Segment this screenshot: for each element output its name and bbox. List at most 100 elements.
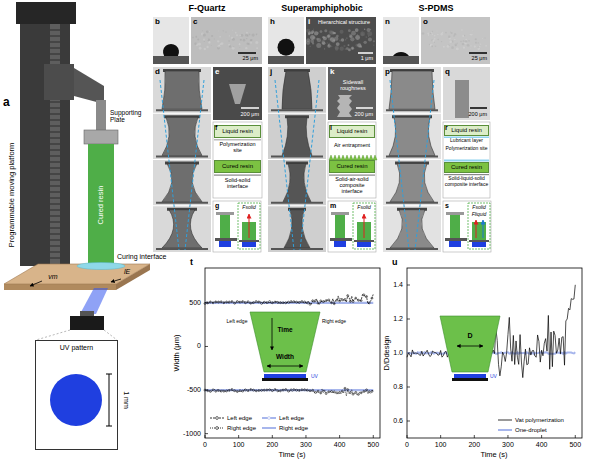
data-point (282, 302, 284, 304)
schematic-label: Solid-air-solid composite interface (329, 176, 375, 194)
data-point (255, 301, 257, 303)
texture-grain (343, 45, 345, 47)
data-point (234, 302, 236, 304)
panel-letter: r (445, 124, 448, 132)
texture-grain (204, 41, 205, 42)
rail-tooth (50, 138, 60, 139)
texture-grain (355, 28, 359, 32)
texture-grain (213, 38, 215, 40)
uv-beam (80, 288, 108, 314)
texture-grain (460, 41, 462, 43)
texture-grain (340, 30, 344, 34)
data-point (236, 301, 238, 303)
rail-tooth (50, 252, 60, 253)
data-point (258, 389, 260, 391)
data-point (296, 301, 298, 303)
data-point (309, 303, 311, 305)
frame-divider (383, 205, 441, 206)
texture-grain (454, 39, 455, 40)
scale-bar-label: 25 μm (243, 55, 258, 61)
axis-title: Width (μm) (173, 335, 181, 372)
substrate (156, 156, 208, 158)
image-annotation: Hierarchical structure (318, 19, 370, 25)
panel-letter: b (155, 18, 160, 27)
legend-sample (262, 427, 276, 429)
axis-tick (205, 390, 208, 391)
substrate (354, 240, 374, 242)
band-label: Cured resin (451, 164, 482, 171)
texture-grain (477, 47, 480, 50)
data-point (212, 302, 214, 304)
texture-grain (327, 35, 330, 38)
rail-tooth (50, 120, 60, 121)
texture-grain (314, 31, 318, 35)
texture-grain (225, 31, 226, 32)
panel-letter: q (445, 68, 450, 77)
design-line (205, 302, 373, 304)
data-point (312, 389, 314, 391)
texture-grain (464, 35, 465, 36)
legend-label: Left edge (279, 415, 304, 422)
data-point (236, 391, 238, 393)
texture-grain (373, 41, 374, 42)
frame-divider (383, 113, 441, 114)
band-label: Liquid resin (451, 127, 482, 134)
axis-tick-label: 200 (266, 441, 278, 449)
liquid-bridge (283, 164, 311, 202)
texture-grain (447, 45, 450, 48)
axis-tick (305, 435, 306, 438)
axis-tick (407, 387, 410, 388)
texture-grain (251, 39, 253, 41)
axis-tick-label: 1.4 (393, 281, 403, 289)
printer-frame (20, 4, 70, 266)
data-point (226, 390, 228, 392)
panel-letter: h (270, 18, 275, 27)
texture-grain (223, 30, 224, 31)
texture-grain (434, 35, 436, 37)
texture-grain (470, 48, 472, 50)
data-point (282, 389, 284, 391)
texture-grain (437, 39, 439, 41)
texture-grain (373, 40, 375, 42)
texture-grain (434, 42, 435, 43)
frame-divider (268, 159, 326, 160)
data-point (244, 389, 246, 391)
texture-grain (236, 34, 238, 36)
texture-grain (310, 35, 315, 40)
axis-tick (507, 435, 508, 438)
texture-grain (482, 38, 483, 39)
data-point (250, 389, 252, 391)
inset-label: UV (490, 374, 497, 380)
data-point (274, 301, 276, 303)
axis-tick (575, 435, 576, 438)
panel-letter: i (308, 18, 310, 27)
texture-grain (348, 44, 350, 46)
texture-grain (427, 33, 429, 35)
axis-tick (407, 319, 410, 320)
texture-grain (365, 36, 367, 38)
data-point (250, 302, 252, 304)
texture-grain (475, 42, 477, 44)
texture-grain (206, 31, 209, 34)
scale-bar (358, 52, 373, 54)
data-point (325, 300, 327, 302)
panel-letter: g (215, 202, 219, 210)
column-title: F-Quartz (189, 4, 226, 14)
image-panel (153, 67, 211, 252)
legend-label: One-droplet (515, 427, 547, 434)
schematic-label: Solid-solid interface (215, 177, 261, 189)
texture-grain (228, 40, 229, 41)
diameter-arrow (457, 346, 483, 347)
data-point (347, 389, 349, 391)
force-label: Fsolid (242, 205, 255, 211)
texture-grain (250, 42, 252, 44)
axis-tick-label: 400 (334, 441, 346, 449)
texture-grain (437, 34, 438, 35)
texture-grain (434, 38, 436, 40)
data-point (269, 389, 271, 391)
data-point (298, 389, 300, 391)
uv-lens (80, 311, 94, 316)
texture-grain (449, 41, 452, 44)
texture-grain (231, 37, 233, 39)
band-label: Cured resin (222, 163, 253, 170)
